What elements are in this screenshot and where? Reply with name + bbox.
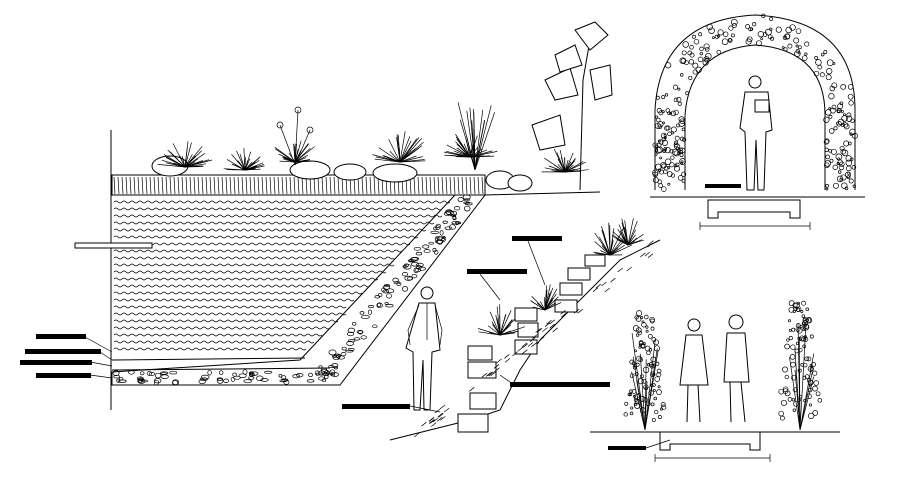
pond-label-bar-3 [20,360,92,365]
person-figure-women [679,314,750,423]
pond-label-bar-4 [36,373,91,378]
stairs-label-bar-right [510,382,610,387]
plant-cluster [151,21,613,192]
stair-shrubs [477,218,644,336]
pond-label-bar-2 [25,349,101,354]
garden-arch [650,13,865,230]
person-figure [405,286,443,411]
gravel-fill [112,194,473,386]
person-figure-arch [739,75,773,191]
ground-hatch [113,176,484,195]
planter-shrubs [623,300,823,431]
water-waves [113,200,451,351]
top-plant-strokes [157,102,589,173]
planter-label-bar-bottom [608,446,646,450]
planter-bed [590,300,840,462]
stairs-label-bar-bottom [342,404,410,409]
stairs-label-bar-mid [467,269,527,274]
arch-foliage [652,13,858,192]
pond-label-bar-1 [36,334,86,339]
stairs-label-bar-top [512,236,562,241]
arch-label-bar [705,184,741,188]
stair-section [389,218,661,441]
stair-soil-hatch [414,240,654,438]
